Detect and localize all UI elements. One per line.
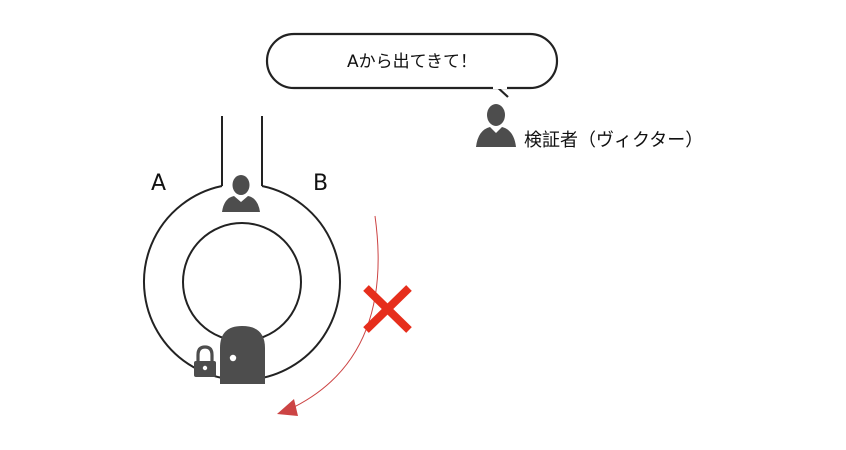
route-arrow bbox=[277, 215, 379, 416]
prover-person-icon bbox=[222, 175, 260, 212]
speech-bubble bbox=[265, 32, 559, 98]
verifier-label: 検証者（ヴィクター） bbox=[524, 130, 704, 151]
inner-ring bbox=[182, 222, 302, 342]
arrowhead-icon bbox=[277, 399, 298, 416]
path-label-b: B bbox=[313, 171, 329, 196]
path-label-a: A bbox=[151, 171, 167, 196]
padlock-icon bbox=[194, 345, 216, 377]
door-icon bbox=[220, 326, 265, 384]
speech-bubble-text: Aから出てきて！ bbox=[346, 52, 478, 72]
verifier-person-icon bbox=[476, 104, 516, 147]
cross-icon bbox=[363, 285, 412, 333]
